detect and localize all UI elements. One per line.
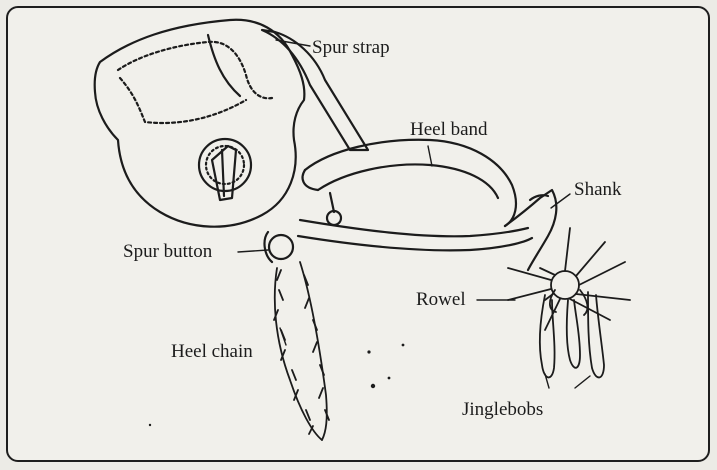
spur-button-shape: [265, 232, 293, 262]
label-spur-button: Spur button: [123, 242, 212, 261]
label-heel-band: Heel band: [410, 120, 488, 139]
label-spur-strap: Spur strap: [312, 38, 390, 57]
jinglebobs-shape: [540, 290, 604, 377]
label-rowel: Rowel: [416, 290, 466, 309]
heel-band-shape: [298, 140, 532, 251]
label-heel-chain: Heel chain: [171, 342, 253, 361]
label-jinglebobs: Jinglebobs: [462, 400, 543, 419]
heel-chain-shape: [274, 262, 329, 440]
rowel-shape: [508, 228, 630, 330]
label-shank: Shank: [574, 180, 622, 199]
leader-lines: [238, 40, 590, 388]
shank-shape: [505, 190, 556, 270]
